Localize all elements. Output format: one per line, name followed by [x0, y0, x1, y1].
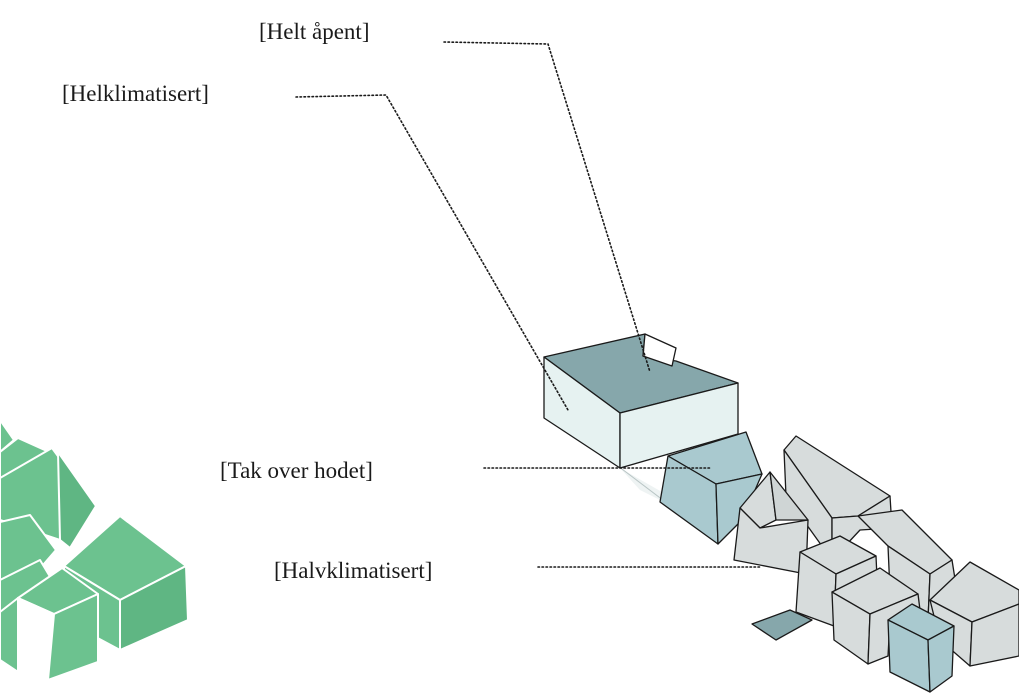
- label-helklimatisert: [Helklimatisert]: [62, 81, 209, 106]
- helklimatisert-block: [543, 333, 739, 469]
- tak-over-hodet-block: [659, 431, 763, 545]
- leader-lines: [295, 41, 763, 568]
- halvklimatisert-cluster: [733, 435, 1019, 667]
- label-helt-apent: [Helt åpent]: [259, 19, 370, 44]
- blue-cube: [887, 603, 955, 693]
- leader-helt-apent: [443, 41, 651, 373]
- green-building-cluster: [0, 419, 189, 681]
- leader-helklimatisert: [295, 94, 569, 411]
- label-tak-over-hodet: [Tak over hodet]: [220, 458, 373, 483]
- label-halvklimatisert: [Halvklimatisert]: [274, 558, 433, 583]
